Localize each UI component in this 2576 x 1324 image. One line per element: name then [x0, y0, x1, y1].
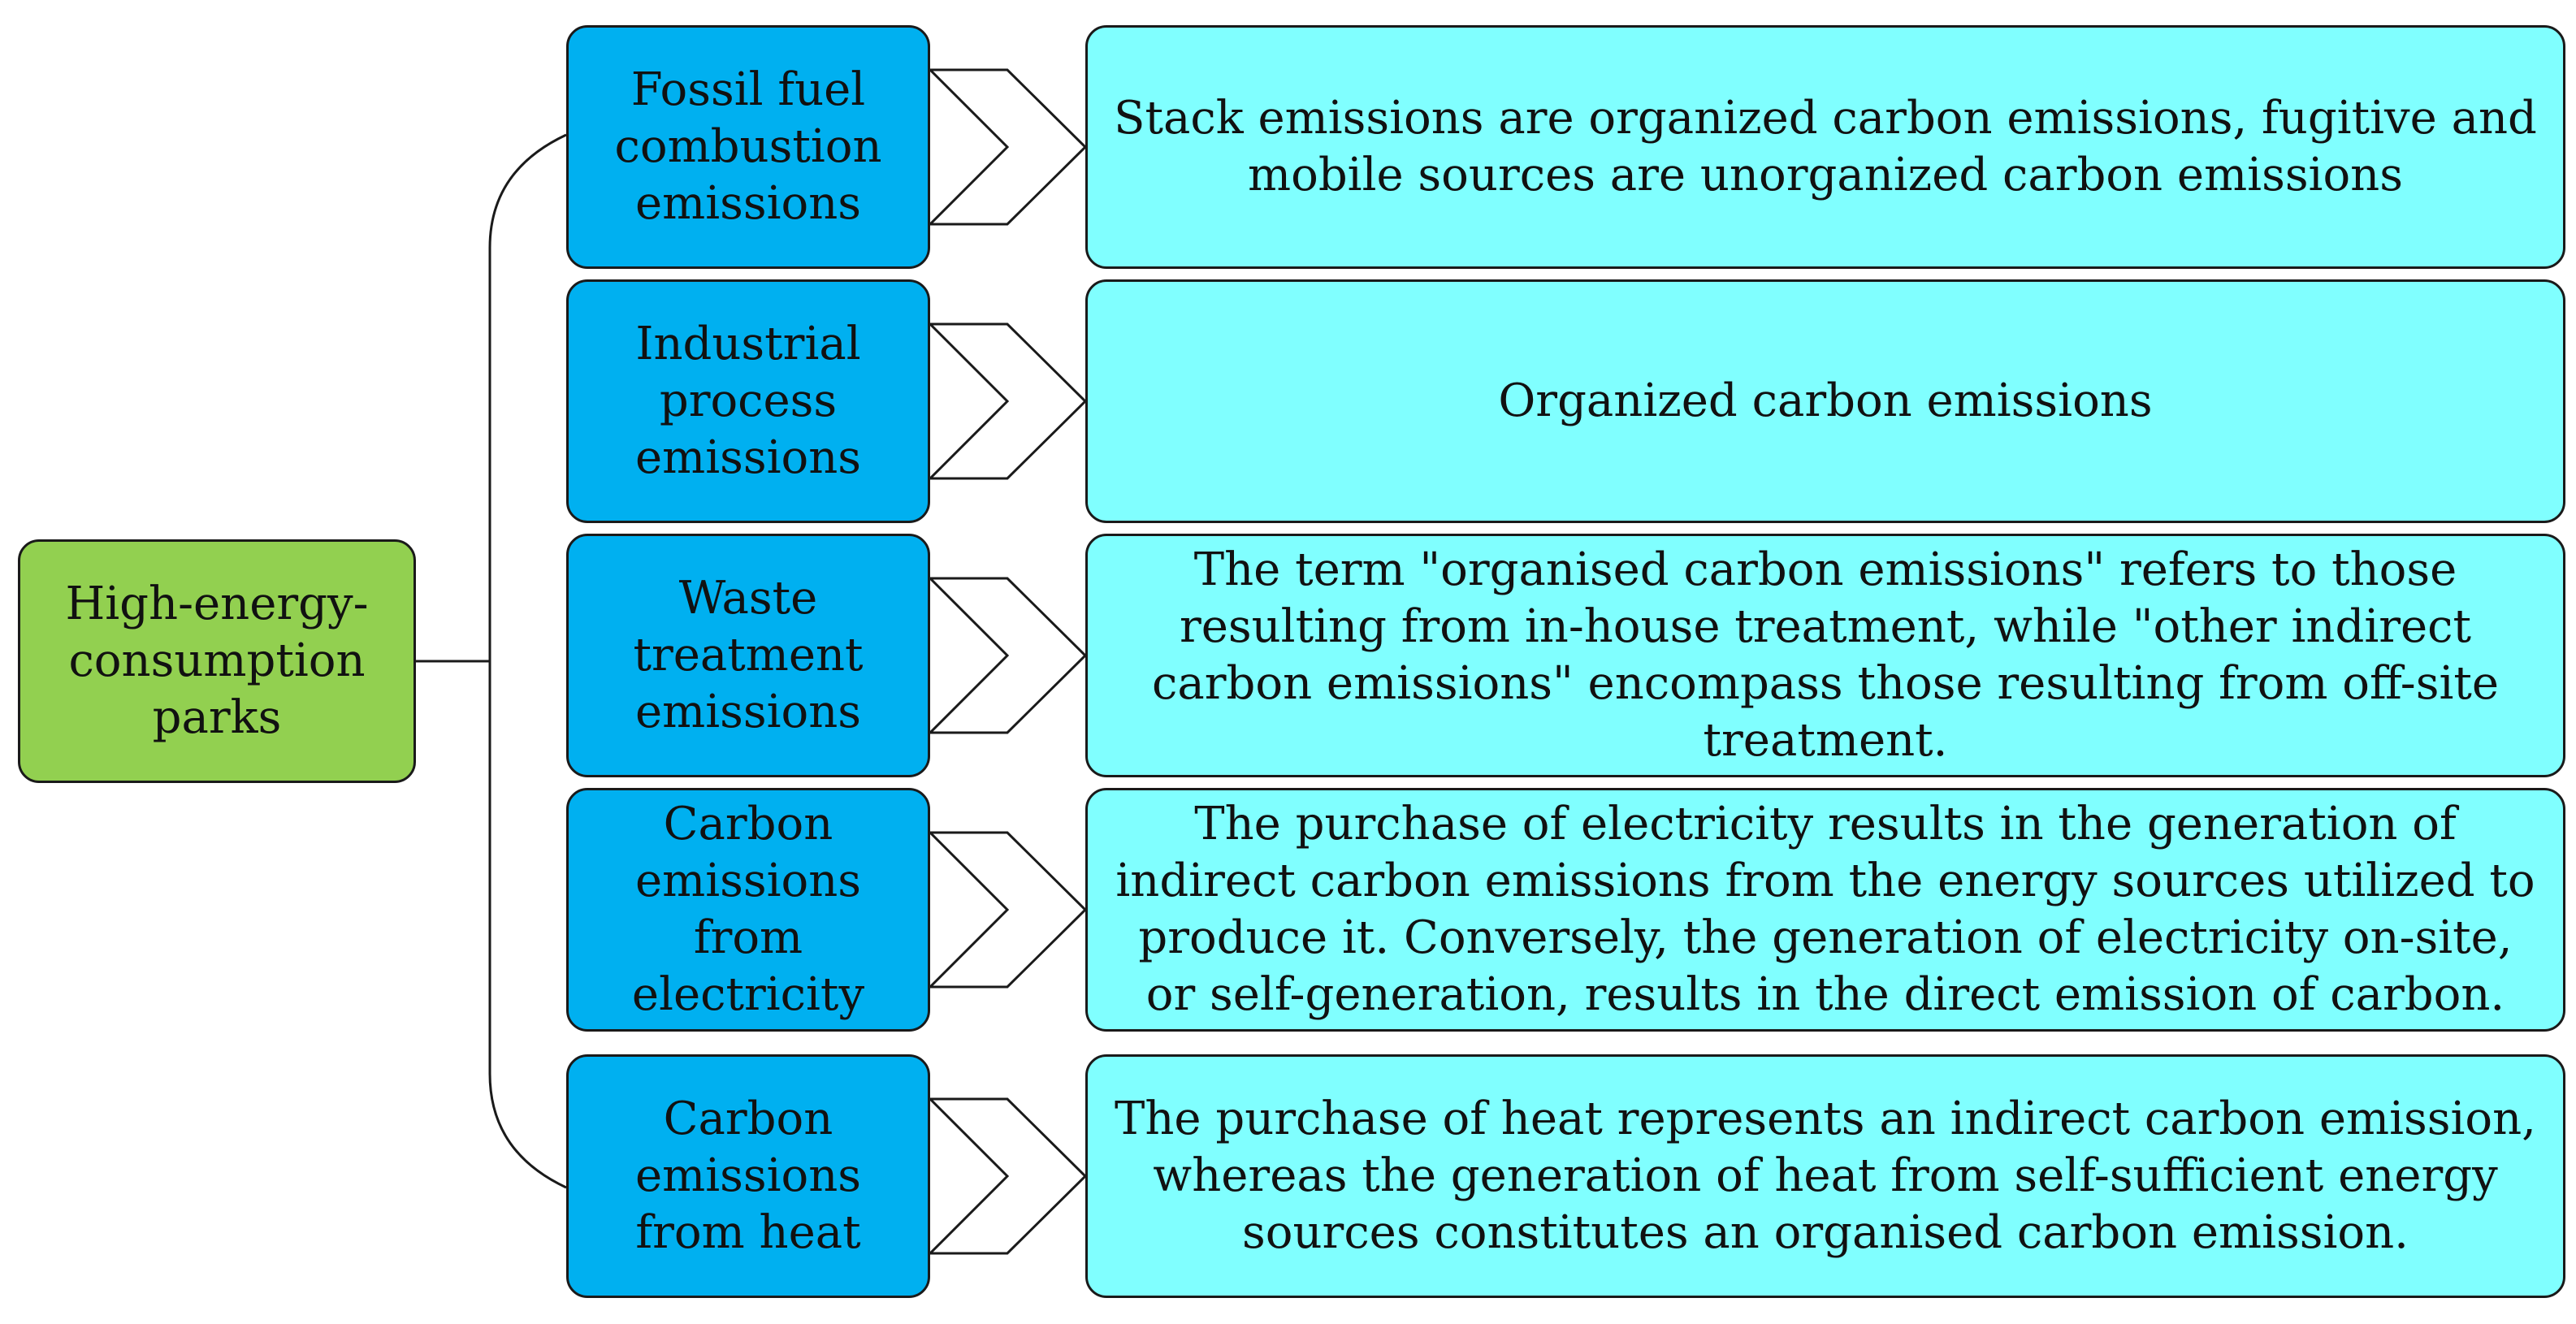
category-box-waste-treatment: Waste treatment emissions	[566, 534, 930, 777]
description-box-industrial-process: Organized carbon emissions	[1085, 279, 2565, 523]
chevron-arrow-icon	[927, 831, 1088, 989]
description-text: Organized carbon emissions	[1498, 374, 2153, 427]
category-box-heat: Carbon emissions from heat	[566, 1054, 930, 1298]
description-text: The purchase of electricity results in t…	[1115, 798, 2535, 1021]
description-box-waste-treatment: The term "organised carbon emissions" re…	[1085, 534, 2565, 777]
chevron-arrow-icon	[927, 322, 1088, 480]
category-box-electricity: Carbon emissions from electricity	[566, 788, 930, 1032]
description-box-heat: The purchase of heat represents an indir…	[1085, 1054, 2565, 1298]
category-box-fossil-fuel: Fossil fuel combustion emissions	[566, 25, 930, 269]
root-label: High-energy- consumption parks	[65, 578, 369, 744]
description-text: Stack emissions are organized carbon emi…	[1114, 92, 2537, 201]
category-label: Carbon emissions from electricity	[631, 798, 865, 1021]
description-box-fossil-fuel: Stack emissions are organized carbon emi…	[1085, 25, 2565, 269]
category-label: Waste treatment emissions	[633, 572, 864, 738]
root-node: High-energy- consumption parks	[18, 539, 416, 783]
description-box-electricity: The purchase of electricity results in t…	[1085, 788, 2565, 1032]
chevron-arrow-icon	[927, 577, 1088, 734]
category-box-industrial-process: Industrial process emissions	[566, 279, 930, 523]
description-text: The purchase of heat represents an indir…	[1115, 1093, 2536, 1259]
description-text: The term "organised carbon emissions" re…	[1151, 543, 2499, 767]
category-label: Fossil fuel combustion emissions	[614, 63, 882, 230]
chevron-arrow-icon	[927, 68, 1088, 226]
category-label: Carbon emissions from heat	[634, 1093, 862, 1259]
bracket-spine	[488, 133, 567, 1189]
category-label: Industrial process emissions	[634, 318, 862, 484]
chevron-arrow-icon	[927, 1097, 1088, 1255]
